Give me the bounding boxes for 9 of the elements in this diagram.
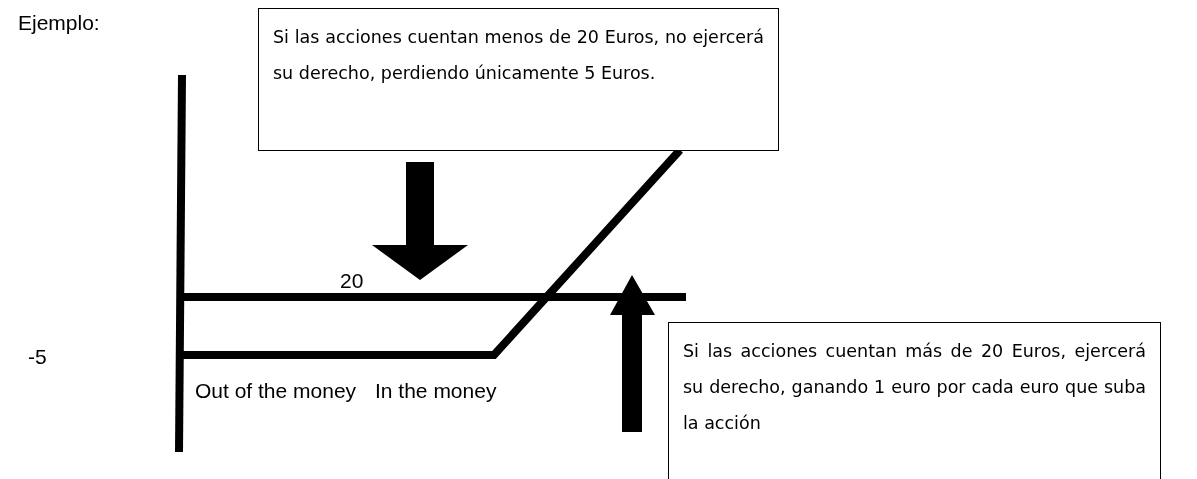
axis-label: 20 <box>340 268 364 294</box>
axis-label: Out of the money <box>195 378 357 404</box>
axis-label: In the money <box>375 378 497 404</box>
callout-box <box>668 322 1161 479</box>
callout-text: Si las acciones cuentan más de 20 Euros, ejercerá su derecho, ganando 1 euro por cada euro que suba la acción <box>683 340 1146 435</box>
callout-text: Si las acciones cuentan menos de 20 Euros, no ejercerá su derecho, perdiendo únicamente 5 Euros. <box>273 26 764 85</box>
callout-box <box>258 8 779 151</box>
example-heading: Ejemplo: <box>18 10 100 36</box>
axis-label: -5 <box>28 344 47 370</box>
